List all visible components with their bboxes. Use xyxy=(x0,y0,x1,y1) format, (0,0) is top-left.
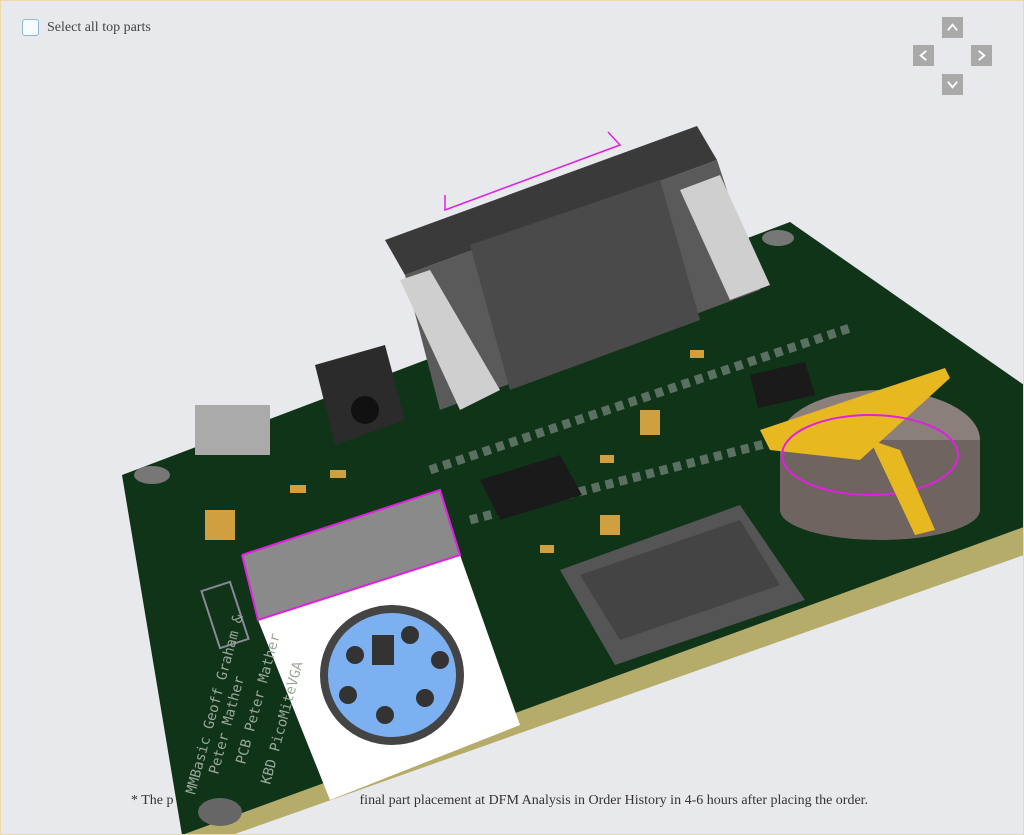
vga-connector xyxy=(385,126,717,275)
audio-jack xyxy=(315,345,405,445)
select-all-label: Select all top parts xyxy=(47,19,151,35)
pin-row xyxy=(468,435,782,525)
pin-row xyxy=(428,323,852,475)
view-right-button[interactable] xyxy=(971,45,992,66)
smd-components xyxy=(205,350,704,553)
chevron-left-icon xyxy=(919,50,927,61)
footnote-part1: * The p xyxy=(131,793,174,808)
mounting-hole xyxy=(198,798,242,826)
ic-chip xyxy=(480,455,582,520)
chevron-right-icon xyxy=(978,50,986,61)
chevron-down-icon xyxy=(947,81,958,89)
view-up-button[interactable] xyxy=(942,17,963,38)
footnote: * The p final part placement at DFM Analy… xyxy=(131,793,868,809)
pin-header xyxy=(200,580,250,650)
usb-connector xyxy=(195,405,270,455)
mounting-hole xyxy=(134,466,170,484)
chevron-up-icon xyxy=(947,23,958,31)
select-all-top-parts[interactable]: Select all top parts xyxy=(22,19,151,36)
footnote-part2: final part placement at DFM Analysis in … xyxy=(359,793,869,808)
view-left-button[interactable] xyxy=(913,45,934,66)
select-all-checkbox[interactable] xyxy=(22,19,39,36)
ps2-connector xyxy=(242,490,460,620)
view-down-button[interactable] xyxy=(942,74,963,95)
mounting-hole xyxy=(762,230,794,246)
